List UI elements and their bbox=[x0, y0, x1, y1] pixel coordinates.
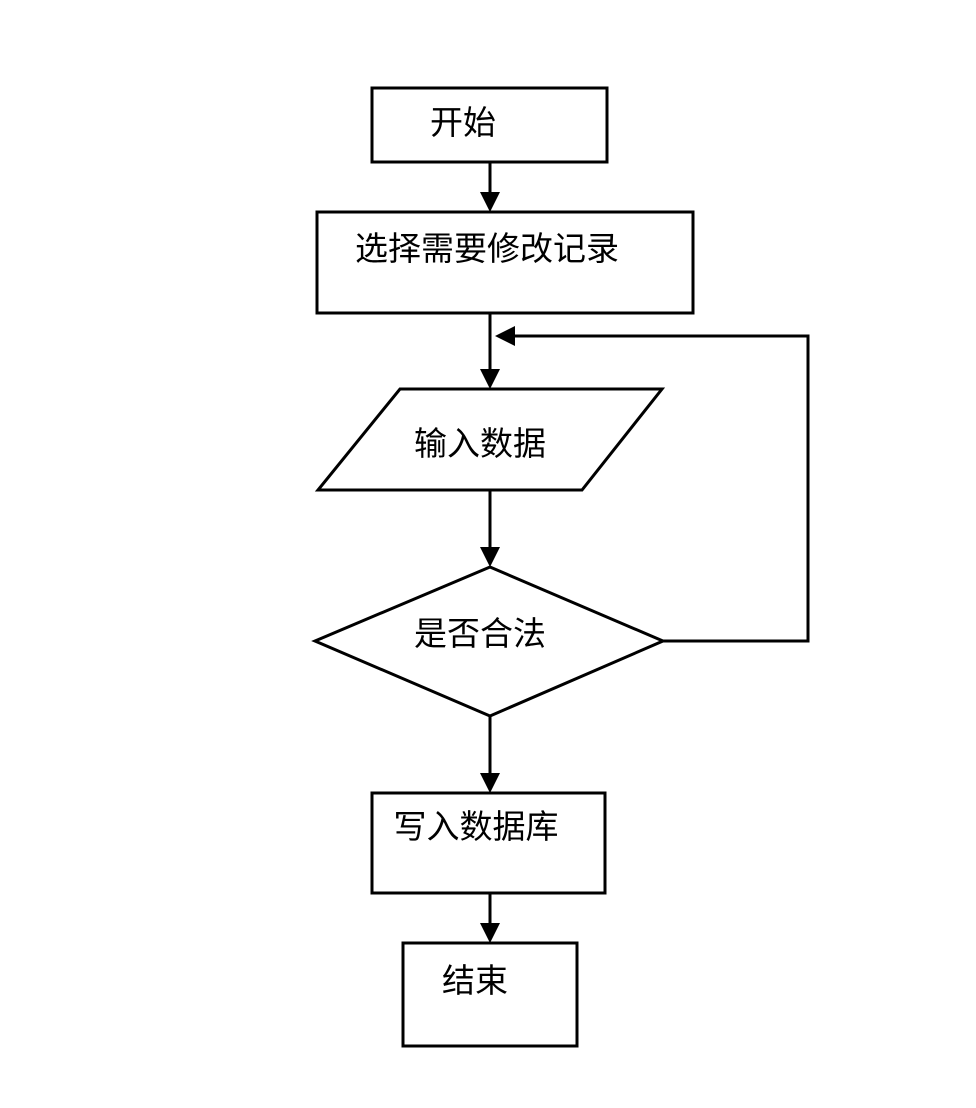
flow-node-is-valid-label: 是否合法 bbox=[414, 616, 546, 653]
flow-node-input-data-label: 输入数据 bbox=[414, 426, 546, 463]
flow-node-select-record: 选择需要修改记录 bbox=[315, 210, 695, 315]
flow-node-write-db: 写入数据库 bbox=[370, 791, 607, 895]
flow-node-select-record-label: 选择需要修改记录 bbox=[355, 231, 619, 268]
flow-node-start: 开始 bbox=[370, 86, 609, 164]
flow-node-is-valid: 是否合法 bbox=[311, 565, 667, 718]
arrow-valid-loopback-to-input bbox=[495, 326, 810, 643]
flow-node-write-db-label: 写入数据库 bbox=[394, 809, 559, 846]
flow-node-end-label: 结束 bbox=[442, 963, 508, 1000]
flow-node-start-label: 开始 bbox=[430, 105, 496, 142]
arrow-start-to-select bbox=[480, 162, 500, 212]
arrow-select-to-input bbox=[480, 313, 500, 389]
flow-node-end: 结束 bbox=[401, 941, 579, 1048]
arrow-input-to-valid bbox=[480, 490, 500, 567]
flow-node-input-data: 输入数据 bbox=[314, 387, 666, 492]
arrow-write-to-end bbox=[480, 893, 500, 943]
arrow-valid-to-write bbox=[480, 716, 500, 793]
